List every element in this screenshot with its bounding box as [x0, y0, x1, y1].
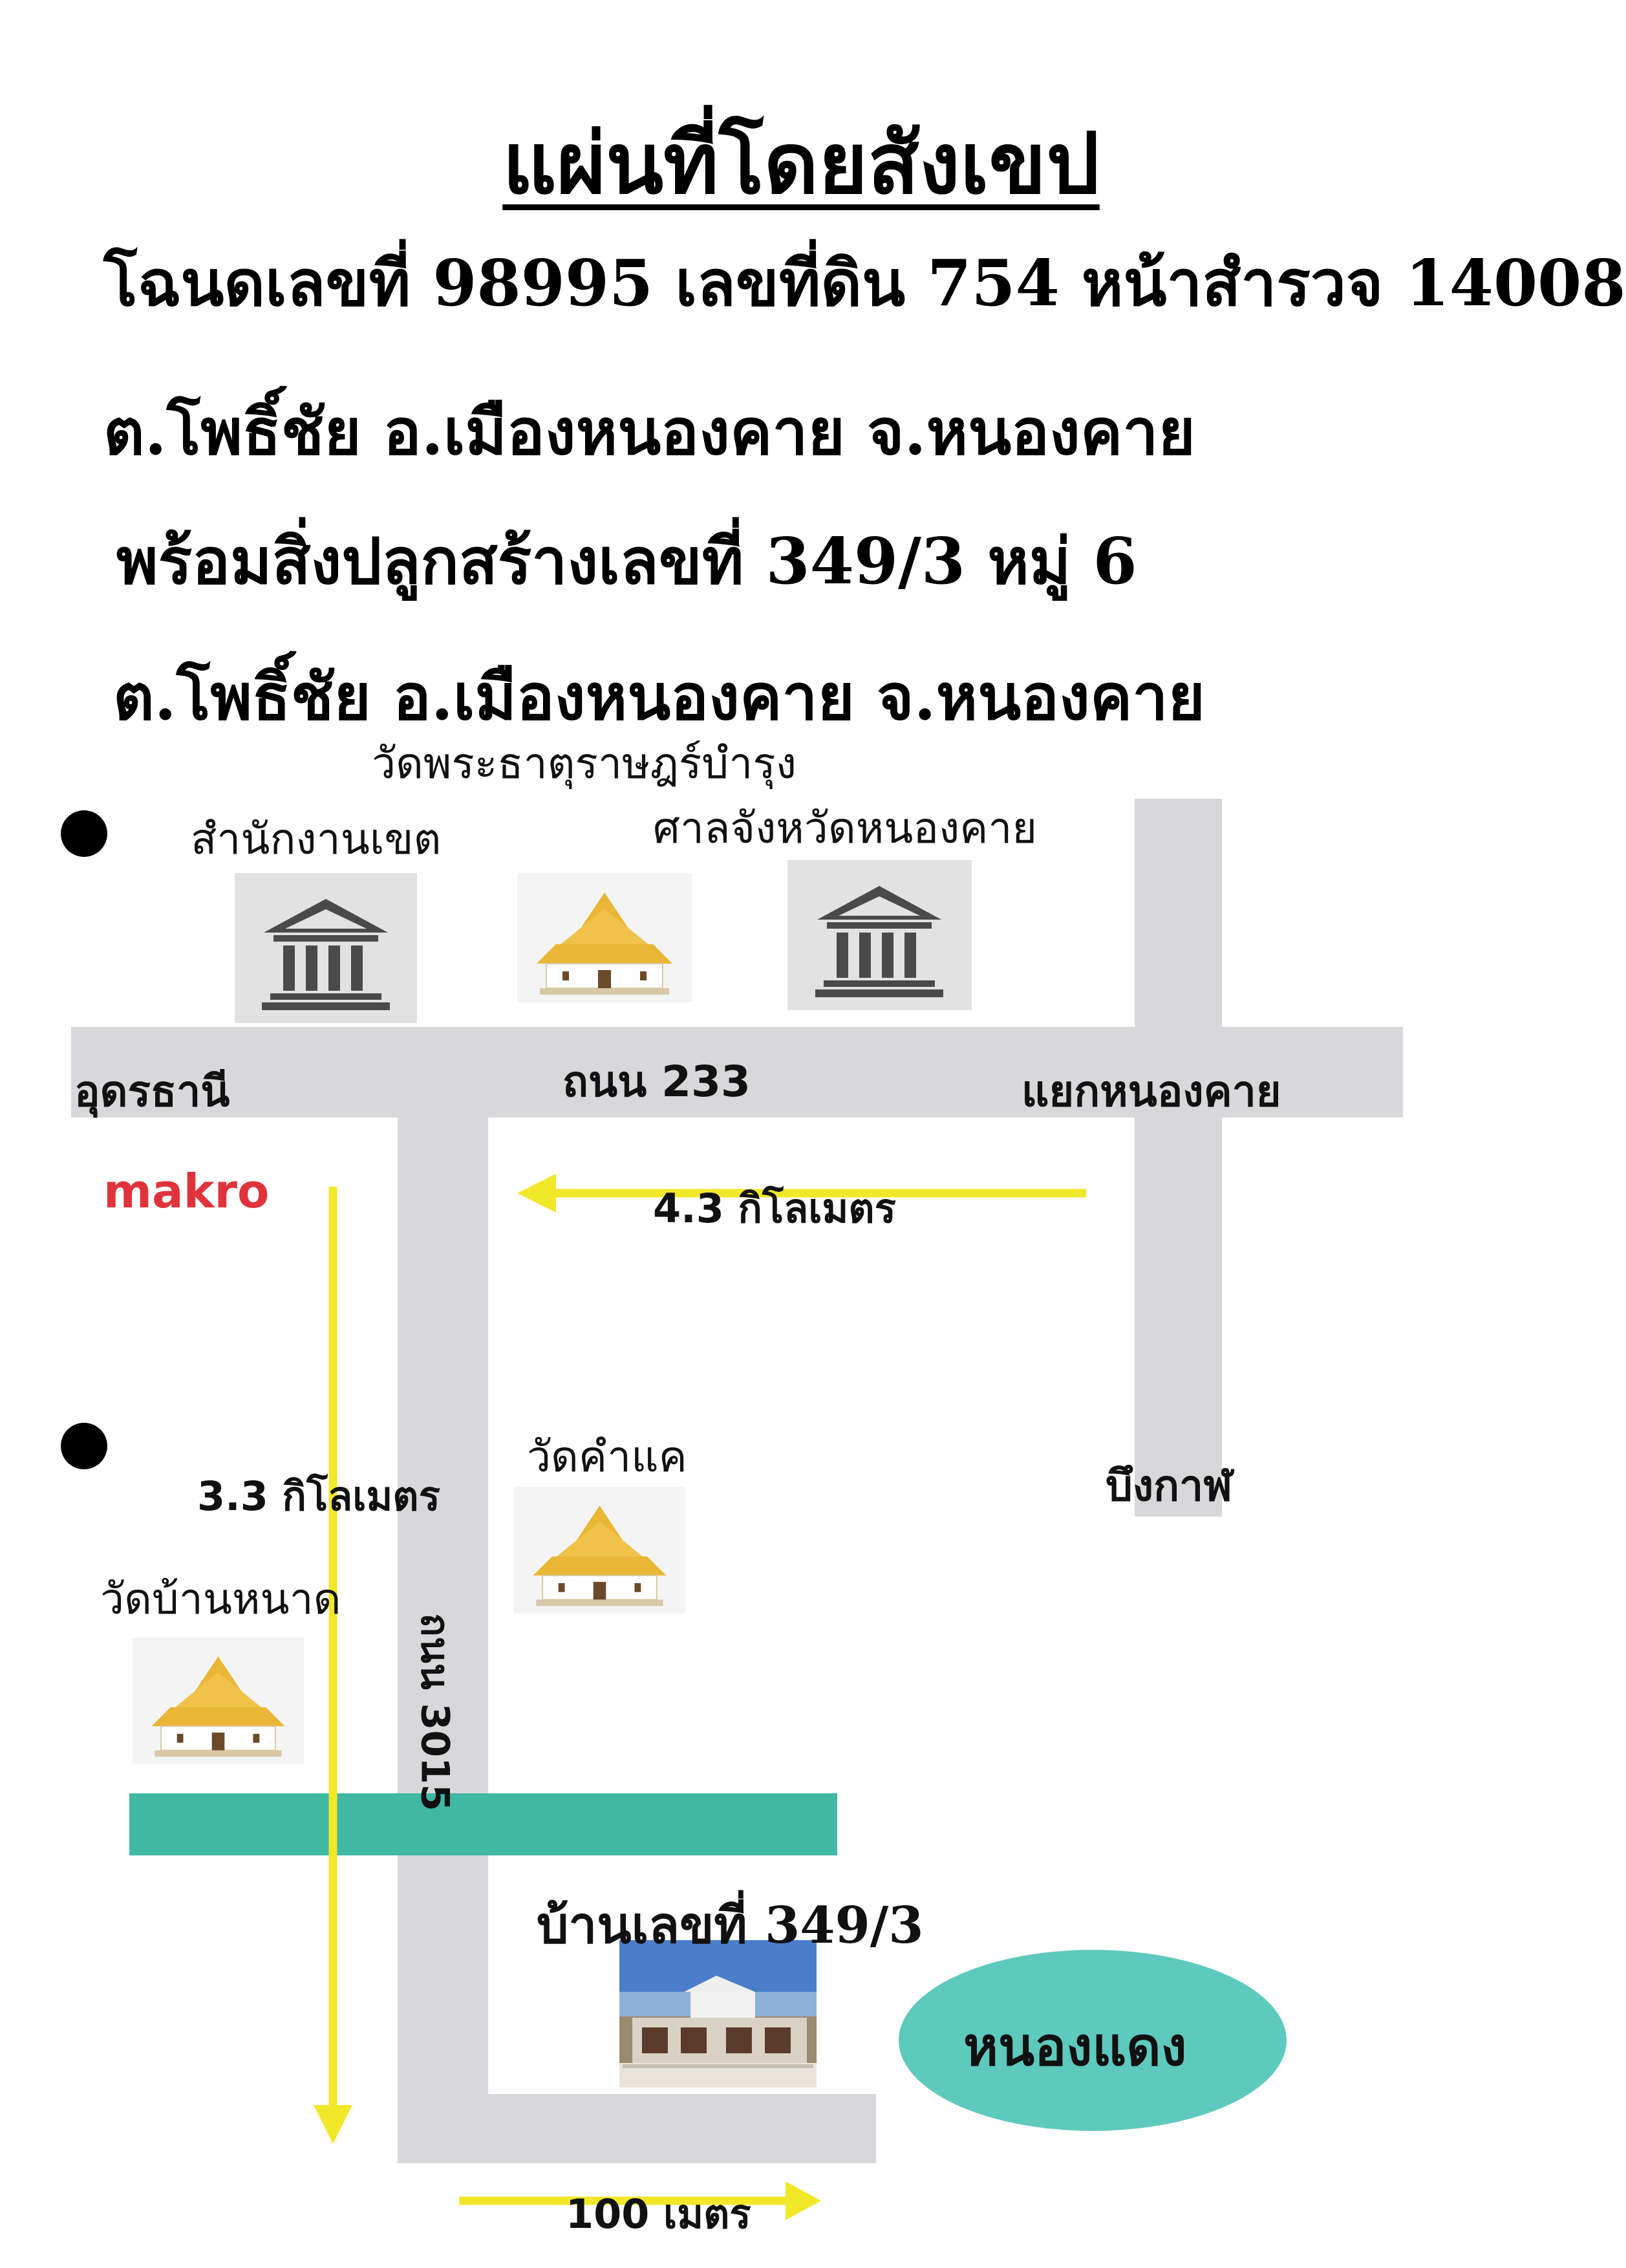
- temple-top-icon: [517, 873, 692, 1002]
- location-line-1: ต.โพธิ์ชัย อ.เมืองหนองคาย จ.หนองคาย: [103, 395, 1195, 470]
- house-label: บ้านเลขที่ 349/3: [537, 1896, 924, 1955]
- udon-thani-label: อุดรธานี: [74, 1066, 230, 1116]
- punch-hole-bottom: [61, 1423, 107, 1469]
- arrow-3-3-km: [314, 1187, 352, 2144]
- side-road-distance-label: 3.3 กิโลเมตร: [197, 1473, 440, 1520]
- wat-ban-nat-label: วัดบ้านหนาด: [100, 1574, 341, 1624]
- nong-daeng-pond: [899, 1950, 1287, 2131]
- arrow-4-3-km: [517, 1174, 1086, 1213]
- pond-label: หนองแดง: [963, 2016, 1187, 2078]
- side-road-label: ถนน 3015: [412, 1613, 458, 1811]
- main-road-distance-label: 4.3 กิโลเมตร: [653, 1185, 896, 1232]
- access-road: [398, 2094, 876, 2163]
- location-line-2: ต.โพธิ์ชัย อ.เมืองหนองคาย จ.หนองคาย: [113, 660, 1205, 735]
- deed-info: โฉนดเลขที่ 98995 เลขที่ดิน 754 หน้าสำรวจ…: [103, 246, 1626, 321]
- arrow-100-m: [459, 2181, 821, 2220]
- main-road-label: ถนน 233: [562, 1057, 751, 1107]
- court-label: ศาลจังหวัดหนองคาย: [653, 803, 1038, 853]
- road-3015: [398, 1099, 488, 2163]
- building-info: พร้อมสิ่งปลูกสร้างเลขที่ 349/3 หมู่ 6: [116, 524, 1137, 599]
- punch-hole-top: [61, 810, 107, 857]
- wat-ban-nat-icon: [133, 1636, 304, 1766]
- road-to-bueng-kan: [1135, 799, 1222, 1517]
- temple-top-label: วัดพระธาตุราษฎร์บำรุง: [372, 739, 797, 788]
- to-house-distance-label: 100 เมตร: [566, 2190, 751, 2238]
- bueng-kan-label: บึงกาฬ: [1106, 1461, 1233, 1511]
- canal: [129, 1793, 837, 1855]
- page-title: แผ่นที่โดยสังเขป: [502, 114, 1100, 213]
- wat-kham-khae-label: วัดคำแค: [527, 1432, 687, 1482]
- district-office-label: สำนักงานเขต: [191, 814, 442, 864]
- court-icon: [787, 860, 972, 1010]
- makro-logo: makro: [103, 1164, 270, 1218]
- house-photo-icon: [619, 1940, 817, 2088]
- wat-kham-khae-icon: [514, 1486, 685, 1614]
- district-office-icon: [235, 873, 417, 1023]
- nong-khai-junction-label: แยกหนองคาย: [1022, 1066, 1281, 1116]
